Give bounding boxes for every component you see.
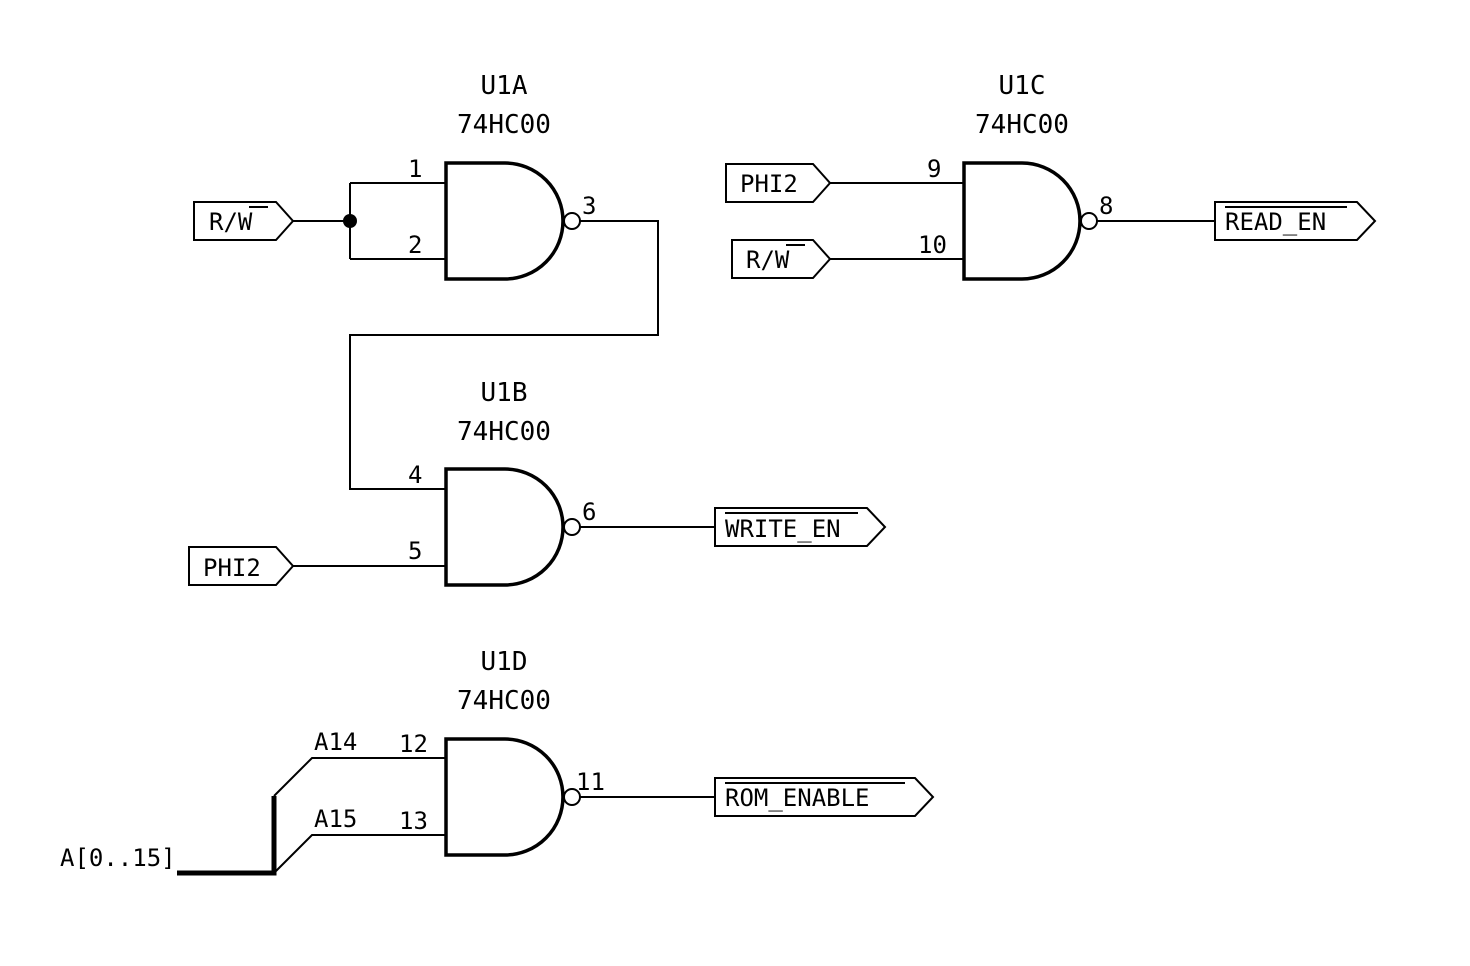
nand-gate-u1b-body xyxy=(444,467,565,587)
pin-u1d-12: 12 xyxy=(399,730,428,758)
bus-label: A[0..15] xyxy=(60,844,176,872)
port-rom-enable[interactable]: ROM_ENABLE xyxy=(714,777,935,817)
pin-u1a-3: 3 xyxy=(582,192,596,220)
gate-u1c[interactable]: U1C 74HC00 9 10 8 xyxy=(918,71,1113,281)
gate-u1d-ref: U1D xyxy=(481,647,528,677)
gate-u1c-value: 74HC00 xyxy=(975,110,1069,140)
nand-gate-u1c-body xyxy=(962,161,1082,281)
overbar-text: W xyxy=(238,208,253,236)
output-port-shape xyxy=(714,777,935,817)
port-rw-u1c[interactable]: R/W xyxy=(731,239,832,279)
wire-u1a-out-to-u1b-in[interactable] xyxy=(349,220,659,490)
pin-u1d-11: 11 xyxy=(576,768,605,796)
port-phi2-u1b[interactable]: PHI2 xyxy=(188,546,295,586)
output-port-shape xyxy=(1214,201,1377,241)
inverter-bubble-u1a xyxy=(563,212,581,230)
pin-u1b-4: 4 xyxy=(408,461,422,489)
inverter-bubble-u1b xyxy=(563,518,581,536)
port-rom-enable-label: ROM_ENABLE xyxy=(725,784,870,812)
port-read-en-label: READ_EN xyxy=(1225,208,1326,236)
port-write-en-label: WRITE_EN xyxy=(725,515,841,543)
output-port-shape xyxy=(714,507,887,547)
pin-u1b-5: 5 xyxy=(408,537,422,565)
pin-u1d-13: 13 xyxy=(399,807,428,835)
pin-u1a-1: 1 xyxy=(408,155,422,183)
port-read-en[interactable]: READ_EN xyxy=(1214,201,1377,241)
port-rw-u1c-label: R/W xyxy=(746,246,790,274)
net-label-a15: A15 xyxy=(314,805,357,833)
port-phi2-u1b-label: PHI2 xyxy=(203,554,261,582)
inverter-bubble-u1c xyxy=(1080,212,1098,230)
pin-u1b-6: 6 xyxy=(582,498,596,526)
gate-u1b[interactable]: U1B 74HC00 4 5 6 xyxy=(408,378,596,587)
nand-gate-u1d-body xyxy=(444,737,565,857)
pin-u1c-8: 8 xyxy=(1099,192,1113,220)
port-phi2-u1c[interactable]: PHI2 xyxy=(725,163,832,203)
net-label-a14: A14 xyxy=(314,728,357,756)
bus-entry-a15[interactable] xyxy=(273,834,446,874)
input-port-shape xyxy=(193,201,295,241)
gate-u1a-value: 74HC00 xyxy=(457,110,551,140)
pin-u1a-2: 2 xyxy=(408,231,422,259)
port-write-en[interactable]: WRITE_EN xyxy=(714,507,887,547)
gate-u1a[interactable]: U1A 74HC00 1 2 3 xyxy=(408,71,596,281)
gate-u1b-ref: U1B xyxy=(481,378,528,408)
input-port-shape xyxy=(731,239,832,279)
gate-u1d[interactable]: U1D 74HC00 12 13 11 xyxy=(399,647,605,857)
input-port-shape xyxy=(188,546,295,586)
gate-u1b-value: 74HC00 xyxy=(457,417,551,447)
port-rw-u1a-label: R/W xyxy=(209,208,253,236)
gate-u1a-ref: U1A xyxy=(481,71,528,101)
gate-u1c-ref: U1C xyxy=(999,71,1046,101)
port-rw-u1a[interactable]: R/W xyxy=(193,201,295,241)
pin-u1c-10: 10 xyxy=(918,231,947,259)
nand-gate-u1a-body xyxy=(444,161,565,281)
bus-line-a[interactable] xyxy=(177,796,277,876)
pin-u1c-9: 9 xyxy=(927,155,941,183)
bus-entry-a14[interactable] xyxy=(273,757,446,797)
gate-u1d-value: 74HC00 xyxy=(457,686,551,716)
input-port-shape xyxy=(725,163,832,203)
port-phi2-u1c-label: PHI2 xyxy=(740,170,798,198)
junction-dot xyxy=(343,214,357,228)
overbar-text: W xyxy=(775,246,790,274)
